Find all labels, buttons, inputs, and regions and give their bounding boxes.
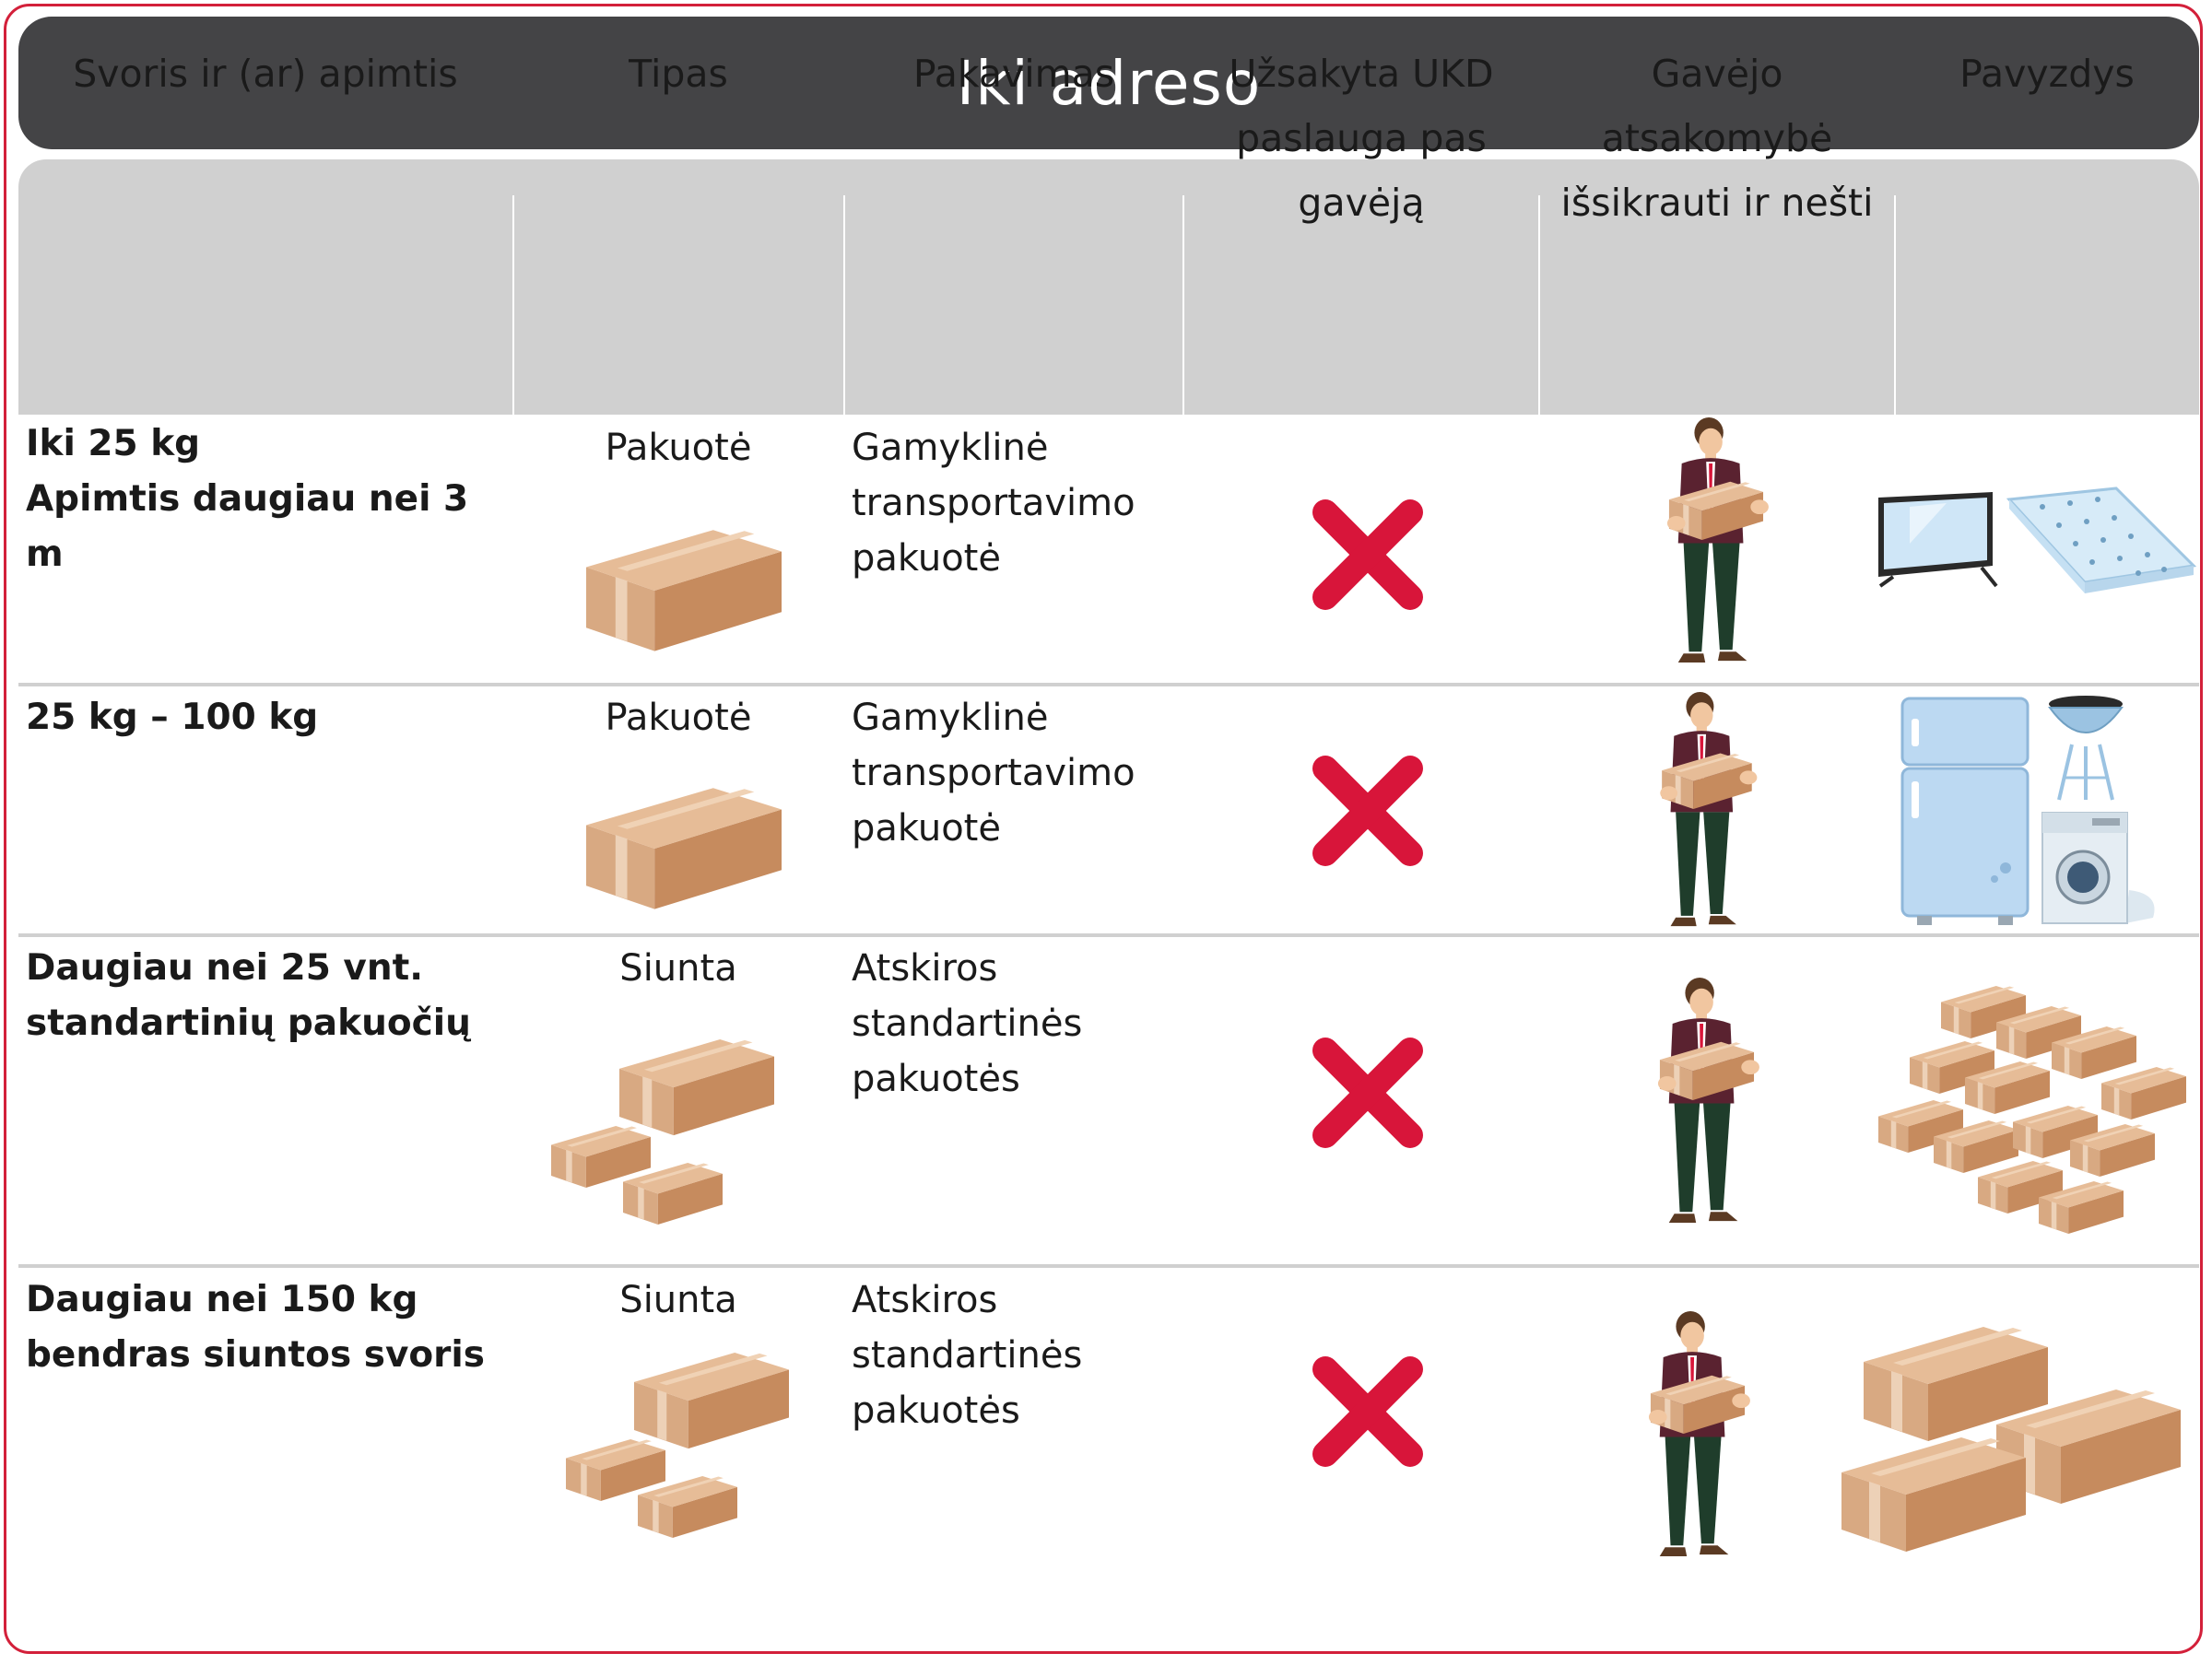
box-icon [586,530,782,651]
row1-packing: Gamyklinė transportavimo pakuotė [852,427,1135,580]
row-divider [18,933,2199,937]
mattress-icon [2006,487,2197,593]
row1-type: Pakuotė [605,427,752,469]
column-header-responsibility: Gavėjo atsakomybė išsikrauti ir nešti [1539,0,1895,255]
row3-packing: Atskiros standartinės pakuotės [852,947,1083,1100]
column-header-weight: Svoris ir (ar) apimtis [18,0,512,255]
column-header-label: Tipas [629,52,728,96]
man-carrying-box-icon [1646,691,1766,929]
row3-type: Siunta [619,947,737,990]
row2-type: Pakuotė [605,697,752,739]
row2-weight: 25 kg – 100 kg [26,697,319,738]
column-header-packing: Pakavimas [844,0,1183,255]
page-title: Iki adreso [18,17,2199,149]
column-header-label: Užsakyta UKD paslauga pas gavėją [1229,52,1494,225]
box-stack-icon [551,1039,774,1225]
column-header-type: Tipas [512,0,844,255]
column-header-label: Svoris ir (ar) apimtis [73,52,458,96]
man-carrying-box-icon [1646,977,1766,1225]
tv-icon [1878,492,1998,588]
red-x-icon [1312,494,1423,616]
column-divider [512,195,514,415]
red-x-icon [1312,750,1423,872]
column-header-example: Pavyzdys [1895,0,2199,255]
washing-machine-icon [2041,812,2155,924]
fridge-icon [1900,697,2030,925]
column-header-ukd: Užsakyta UKD paslauga pas gavėją [1183,0,1539,255]
row4-weight: Daugiau nei 150 kg bendras siuntos svori… [26,1279,485,1376]
page-frame [4,4,2203,1654]
row1-weight: Iki 25 kg Apimtis daugiau nei 3 m [26,423,469,575]
column-divider [1538,195,1540,415]
column-header-label: Gavėjo atsakomybė išsikrauti ir nešti [1560,52,1874,225]
column-header-label: Pakavimas [912,52,1115,96]
red-x-icon [1312,1351,1423,1472]
column-header-label: Pavyzdys [1959,52,2135,96]
row2-packing: Gamyklinė transportavimo pakuotė [852,697,1135,850]
red-x-icon [1312,1032,1423,1154]
column-divider [843,195,845,415]
large-boxes-icon [1841,1327,2181,1552]
man-carrying-box-icon [1655,416,1775,665]
box-stack-icon [566,1353,789,1538]
row3-weight: Daugiau nei 25 vnt. standartinių pakuoči… [26,947,471,1044]
row4-packing: Atskiros standartinės pakuotės [852,1279,1083,1432]
many-boxes-icon [1878,986,2186,1235]
title-text: Iki adreso [956,47,1262,119]
box-icon [586,788,782,909]
grill-icon [2048,696,2124,801]
table-header [18,159,2199,415]
column-divider [1182,195,1184,415]
man-carrying-box-icon [1637,1310,1757,1559]
row4-type: Siunta [619,1279,737,1321]
row-divider [18,1264,2199,1268]
row-divider [18,683,2199,686]
column-divider [1894,195,1896,415]
